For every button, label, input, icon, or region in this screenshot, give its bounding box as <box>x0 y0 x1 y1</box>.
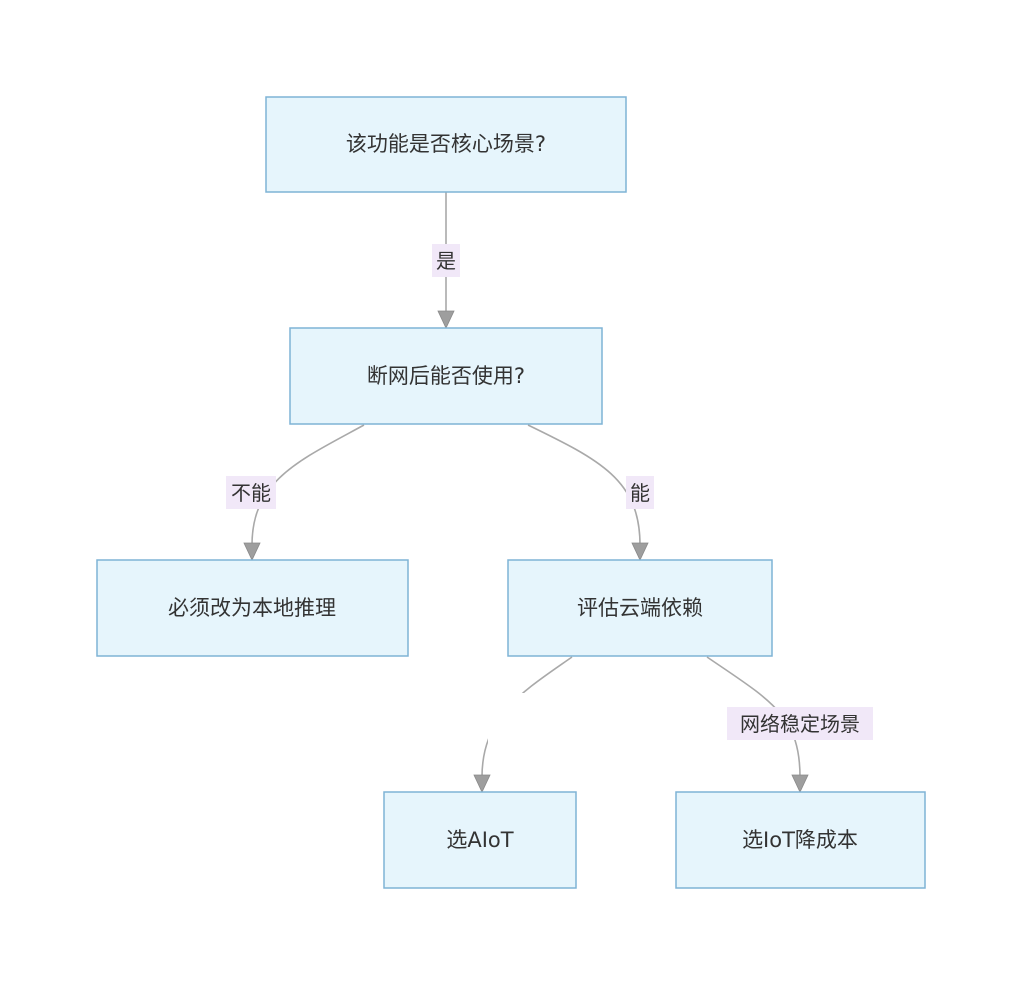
node-label: 选AIoT <box>446 828 513 852</box>
node-label: 断网后能否使用? <box>367 364 525 388</box>
node-label: 该功能是否核心场景? <box>346 132 546 156</box>
node-core-scene: 该功能是否核心场景? <box>265 96 627 193</box>
arrow-head-icon <box>243 542 261 561</box>
node-local-inference: 必须改为本地推理 <box>96 559 409 657</box>
edge-label-cannot: 不能 <box>226 476 276 509</box>
edge-label-text: 能 <box>630 481 650 505</box>
node-choose-iot: 选IoT降成本 <box>675 791 926 889</box>
node-choose-aiot: 选AIoT <box>383 791 577 889</box>
node-label: 选IoT降成本 <box>742 828 858 852</box>
edge-label-stable-network: 网络稳定场景 <box>727 707 873 740</box>
node-label: 必须改为本地推理 <box>168 596 336 620</box>
node-offline-use: 断网后能否使用? <box>289 327 603 425</box>
node-label: 评估云端依赖 <box>577 596 703 620</box>
edge-label-text: 是 <box>436 249 456 273</box>
arrow-head-icon <box>631 542 649 561</box>
arrow-head-icon <box>791 774 809 793</box>
edge-offline-to-cloud <box>527 424 649 561</box>
edge-label-text: 网络稳定场景 <box>740 712 860 736</box>
edge-label-yes: 是 <box>432 244 460 277</box>
edge-label-can: 能 <box>626 476 654 509</box>
node-cloud-dependency: 评估云端依赖 <box>507 559 773 657</box>
arrow-head-icon <box>473 774 491 793</box>
edge-label-text: 不能 <box>231 481 271 505</box>
edge-cloud-to-aiot <box>473 656 573 793</box>
edge-offline-to-local <box>243 424 365 561</box>
arrow-head-icon <box>437 310 455 329</box>
